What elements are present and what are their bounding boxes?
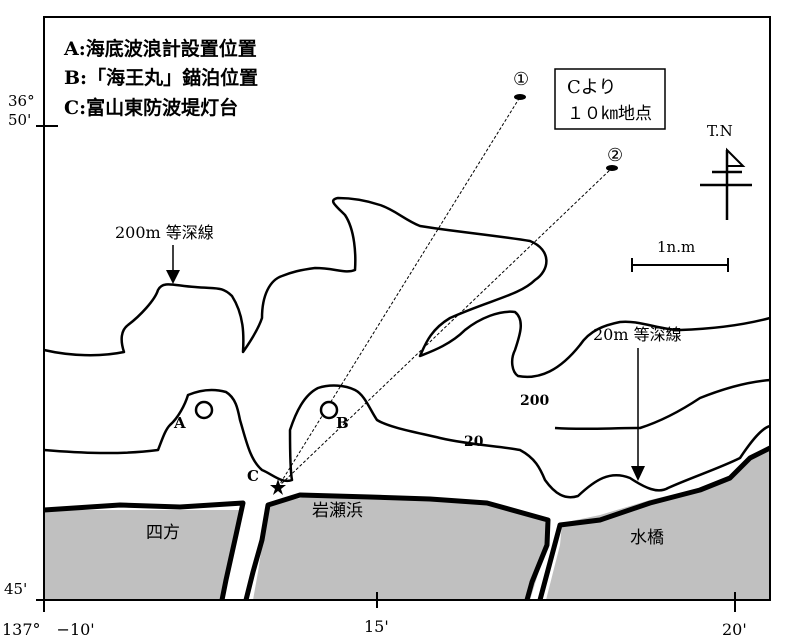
north-label: T.N bbox=[707, 122, 733, 140]
legend-b: B:「海王丸」錨泊位置 bbox=[64, 66, 258, 89]
point-1-label: ① bbox=[513, 69, 529, 90]
contour-20m-label: 20m 等深線 bbox=[593, 325, 682, 344]
coastline-central bbox=[243, 492, 551, 601]
coastline-east bbox=[537, 445, 772, 601]
bearing-line-2 bbox=[277, 167, 613, 488]
lat-label-deg: 36° bbox=[8, 92, 35, 110]
place-mizuhashi: 水橋 bbox=[630, 528, 664, 548]
map-frame bbox=[43, 16, 771, 601]
place-shiho: 四方 bbox=[146, 523, 180, 543]
scale-bar bbox=[631, 258, 729, 272]
contour-20m-arrow-icon bbox=[631, 466, 645, 481]
lon-label-10: 137° −10' bbox=[2, 620, 95, 639]
bearing-line-1 bbox=[277, 96, 521, 488]
site-c-label: C bbox=[247, 467, 259, 485]
contour-200m bbox=[43, 196, 771, 379]
point-1-marker bbox=[514, 94, 526, 100]
lon-label-15: 15' bbox=[364, 617, 389, 636]
lat-label-45: 45' bbox=[4, 580, 27, 598]
legend-a: A:海底波浪計設置位置 bbox=[63, 37, 257, 60]
north-arrow-icon bbox=[700, 147, 752, 220]
contour-200m-arrow-icon bbox=[166, 270, 180, 284]
callout-line-2: １０㎞地点 bbox=[567, 104, 652, 124]
site-b-label: B bbox=[336, 414, 349, 432]
contour-200m-label: 200m 等深線 bbox=[115, 223, 214, 242]
land-area bbox=[44, 450, 770, 600]
legend-c: C:富山東防波堤灯台 bbox=[64, 96, 238, 119]
site-b-circle bbox=[319, 400, 339, 420]
callout-box bbox=[554, 68, 666, 130]
site-a-label: A bbox=[173, 414, 186, 432]
coastline bbox=[43, 500, 246, 601]
lighthouse-star-icon bbox=[270, 479, 286, 495]
place-iwasehama: 岩瀬浜 bbox=[312, 501, 363, 521]
lon-label-20: 20' bbox=[722, 620, 747, 639]
callout-line-1: Cより bbox=[567, 77, 616, 98]
contour-200m-east-segment bbox=[554, 378, 771, 431]
point-2-label: ② bbox=[607, 145, 623, 166]
contour-20m bbox=[43, 384, 771, 499]
scale-label: 1n.m bbox=[657, 238, 695, 256]
lat-label-min: 50' bbox=[8, 111, 31, 129]
contour-20-number: 20 bbox=[464, 434, 484, 450]
contour-200-number: 200 bbox=[520, 393, 549, 409]
site-a-circle bbox=[194, 400, 214, 420]
point-2-marker bbox=[606, 165, 618, 171]
